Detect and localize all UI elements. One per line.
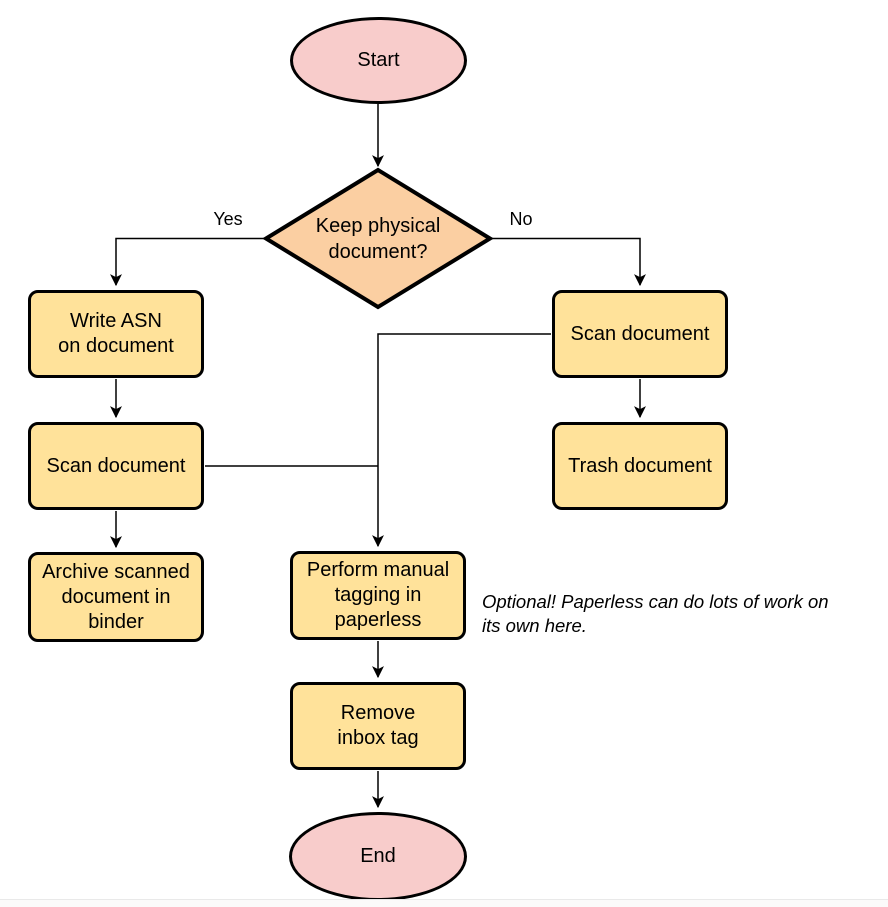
- node-start-label: Start: [357, 49, 400, 71]
- edge-label-no: No: [509, 209, 533, 229]
- edge-label-yes: Yes: [213, 209, 243, 229]
- node-scan-document-left-label: Scan document: [46, 454, 186, 477]
- node-decision-label: Keep physical document?: [315, 215, 441, 263]
- node-write-asn: Write ASN on document: [28, 290, 204, 378]
- node-manual-tagging: Perform manual tagging in paperless: [290, 551, 466, 640]
- node-start: Start: [290, 17, 467, 104]
- node-write-asn-label: Write ASN on document: [58, 310, 174, 357]
- node-manual-tagging-label: Perform manual tagging in paperless: [306, 559, 450, 631]
- node-end-label: End: [360, 845, 396, 867]
- node-remove-inbox-tag-label: Remove inbox tag: [337, 702, 419, 749]
- node-scan-document-right-label: Scan document: [570, 322, 710, 345]
- annotation-note: Optional! Paperless can do lots of work …: [482, 591, 829, 637]
- node-scan-document-left: Scan document: [28, 422, 204, 510]
- edge-decision-no-to-scan-right: [491, 237, 646, 287]
- node-trash-label: Trash document: [568, 454, 712, 477]
- edge-scan-right-to-tagging: [372, 333, 551, 548]
- node-decision: Keep physical document?: [282, 208, 474, 270]
- node-end: End: [289, 812, 467, 901]
- node-scan-document-right: Scan document: [552, 290, 728, 378]
- node-archive-label: Archive scanned document in binder: [42, 560, 190, 633]
- node-archive: Archive scanned document in binder: [28, 552, 204, 642]
- decision-diamond-shape: [262, 167, 494, 310]
- edge-decision-yes-to-write-asn: [110, 237, 265, 287]
- node-remove-inbox-tag: Remove inbox tag: [290, 682, 466, 770]
- node-trash: Trash document: [552, 422, 728, 510]
- page-bottom-border: [0, 899, 888, 907]
